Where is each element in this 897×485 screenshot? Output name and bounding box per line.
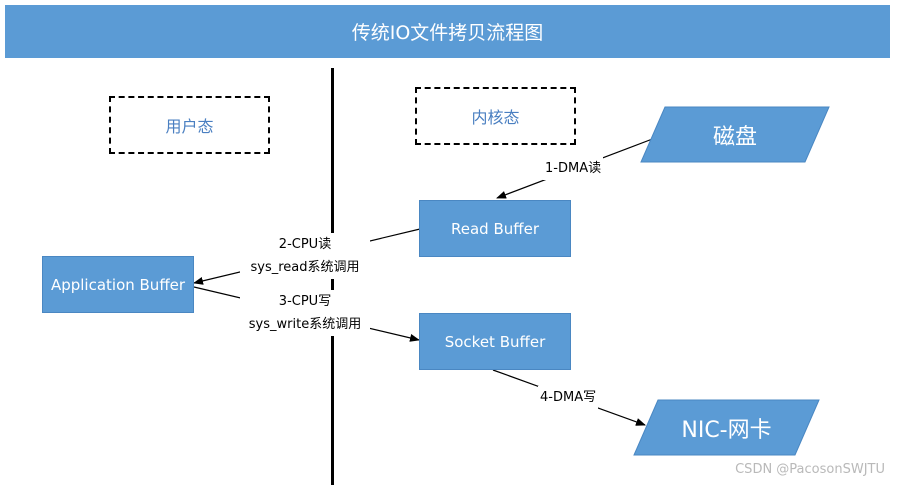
- cpu-read-step: 2-CPU读: [278, 237, 332, 252]
- read-buffer-node: Read Buffer: [419, 200, 571, 257]
- user-space-region: 用户态: [109, 96, 270, 154]
- diagram-title: 传统IO文件拷贝流程图: [5, 5, 890, 58]
- dma-write-label: 4-DMA写: [538, 386, 599, 409]
- cpu-write-step: 3-CPU写: [278, 294, 332, 309]
- cpu-read-label: 2-CPU读 sys_read系统调用: [240, 233, 370, 279]
- disk-shape: [640, 106, 830, 163]
- nic-node: NIC-网卡: [633, 399, 820, 456]
- cpu-write-syscall: sys_write系统调用: [248, 317, 362, 332]
- cpu-read-syscall: sys_read系统调用: [250, 260, 360, 275]
- kernel-space-region: 内核态: [415, 87, 576, 145]
- application-buffer-node: Application Buffer: [42, 256, 194, 313]
- nic-label: NIC-网卡: [681, 417, 772, 443]
- dma-read-label: 1-DMA读: [543, 157, 604, 180]
- socket-buffer-node: Socket Buffer: [419, 313, 571, 370]
- disk-label: 磁盘: [712, 124, 757, 150]
- nic-shape: [633, 399, 820, 456]
- disk-node: 磁盘: [640, 106, 830, 163]
- watermark: CSDN @PacosonSWJTU: [735, 462, 885, 477]
- cpu-write-label: 3-CPU写 sys_write系统调用: [240, 290, 370, 336]
